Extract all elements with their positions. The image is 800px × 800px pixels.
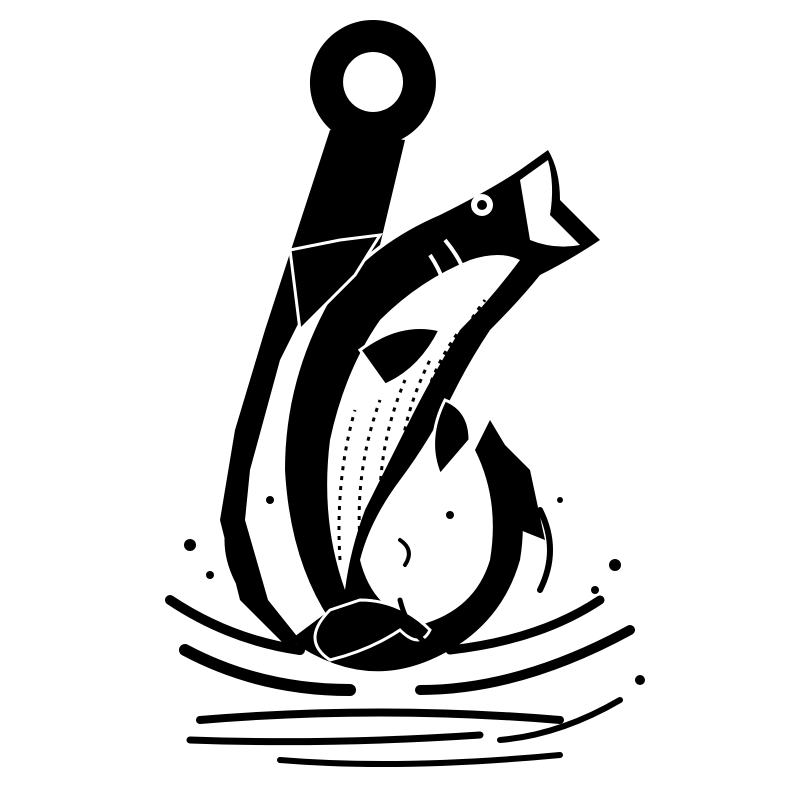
fish-body bbox=[285, 150, 600, 640]
fish-gill bbox=[428, 238, 472, 316]
splash-stroke bbox=[277, 752, 563, 767]
splash-stroke bbox=[165, 595, 305, 655]
droplet bbox=[446, 511, 454, 519]
water-splash bbox=[165, 507, 635, 767]
water-droplets bbox=[184, 496, 645, 685]
splash-stroke bbox=[224, 517, 253, 603]
splash-stroke bbox=[398, 538, 411, 567]
droplet bbox=[557, 497, 563, 503]
splash-stroke bbox=[186, 731, 484, 746]
splash-stroke bbox=[537, 507, 553, 593]
splash-stroke bbox=[196, 708, 564, 724]
splash-stroke bbox=[497, 697, 623, 743]
fish-pupil bbox=[477, 200, 487, 210]
droplet bbox=[184, 539, 196, 551]
droplet bbox=[609, 559, 621, 571]
splash-stroke bbox=[445, 595, 605, 655]
droplet bbox=[635, 675, 645, 685]
fish-pectoral-fin bbox=[357, 326, 443, 387]
droplet bbox=[206, 571, 214, 579]
droplet bbox=[591, 586, 599, 594]
hook-eye bbox=[309, 20, 436, 146]
fish-pelvic-fin bbox=[432, 398, 472, 478]
fish-dorsal-fin bbox=[288, 233, 383, 334]
splash-stroke bbox=[179, 644, 356, 696]
droplet bbox=[266, 496, 274, 504]
hook-barb bbox=[500, 440, 545, 540]
fish-scales bbox=[337, 299, 487, 561]
splash-stroke bbox=[415, 625, 635, 695]
fish-mouth bbox=[520, 160, 580, 247]
bass-fish bbox=[285, 150, 600, 662]
hook-bend bbox=[290, 420, 523, 672]
splash-stroke bbox=[397, 597, 443, 653]
